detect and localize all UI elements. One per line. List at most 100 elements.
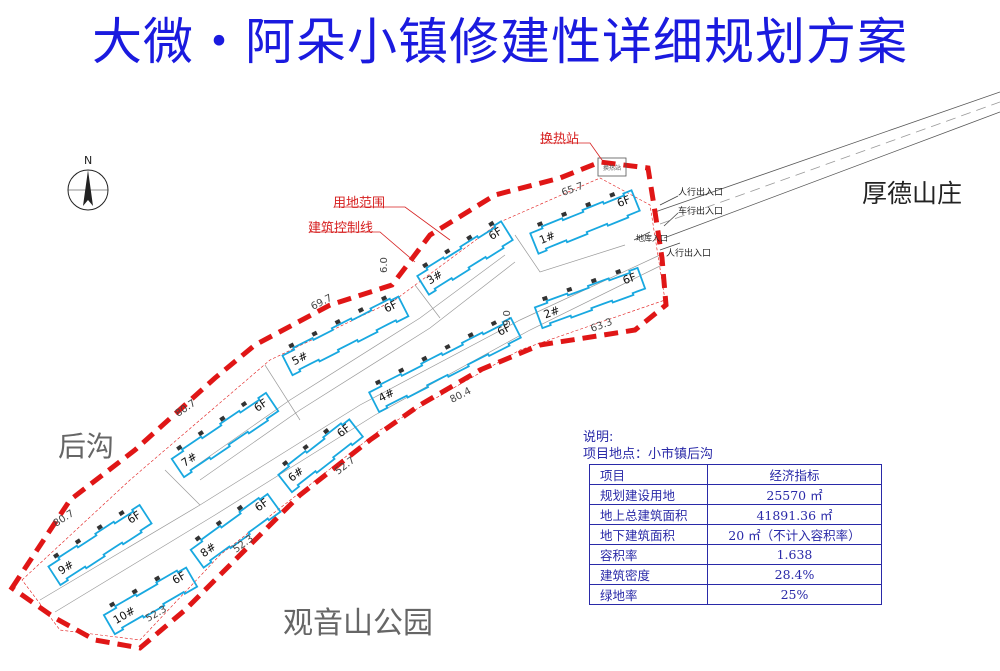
building-entry-mark (219, 415, 226, 422)
building-outline (533, 266, 647, 330)
building-floors-label: 6F (382, 298, 400, 316)
building-entry-mark (374, 379, 382, 386)
building-entry-mark (541, 295, 548, 302)
dimension-label: 9.0 (502, 310, 513, 326)
row-label: 地下建筑面积 (589, 524, 708, 545)
note-heading: 说明: (583, 430, 614, 445)
building-entry-mark (131, 588, 138, 595)
building-floors-label: 6F (615, 193, 632, 210)
building-entry-mark (590, 277, 597, 284)
building-floors-label: 6F (621, 270, 638, 287)
building-entry-mark (96, 524, 103, 531)
building-entry-mark (215, 520, 223, 527)
north-compass: N (67, 154, 109, 211)
site-boundary-line (8, 159, 669, 651)
building-entry-mark (422, 262, 429, 269)
row-value: 25% (707, 584, 882, 605)
header-item: 项目 (589, 464, 708, 485)
building-entry-mark (288, 342, 295, 349)
row-value: 41891.36 ㎡ (707, 504, 882, 525)
place-hougou: 后沟 (58, 430, 115, 463)
entry-arrows (633, 195, 681, 251)
callout-heat-station: 换热站 (540, 132, 580, 147)
building-outline (367, 316, 523, 414)
row-label: 容积率 (589, 544, 708, 565)
building-entry-mark (118, 510, 125, 517)
callout-ped-entry-2: 人行出入口 (666, 249, 712, 259)
building-floors-label: 6F (252, 496, 270, 514)
dimension-label: 52.3 (144, 604, 169, 625)
building-id-label: 2# (542, 304, 562, 322)
row-value: 28.4% (707, 564, 882, 585)
dimension-label: 65.7 (560, 181, 585, 199)
dimension-label: 80.7 (52, 508, 77, 529)
building-2: 2# 6F (533, 266, 647, 330)
building-outline (529, 189, 641, 255)
building-entry-mark (53, 552, 60, 559)
dimension-label: 52.7 (333, 455, 357, 477)
dimension-layer: 65.763.380.780.769.752.752.352.380.46.09… (52, 181, 614, 625)
building-entry-mark (194, 535, 202, 542)
building-entry-mark (176, 444, 183, 451)
building-entry-mark (236, 504, 244, 511)
row-value: 25570 ㎡ (707, 484, 882, 505)
building-floors-label: 6F (170, 569, 188, 587)
row-value: 1.638 (707, 544, 882, 565)
building-floors-label: 6F (125, 508, 143, 526)
building-outline (281, 295, 410, 377)
building-entry-mark (322, 428, 330, 435)
buildings-layer: 1#6F2#6F3#6F4#6F5#6F6#6F7#6F8#6F9#6F10#6… (47, 189, 647, 636)
building-outline (170, 391, 280, 479)
building-entry-mark (240, 401, 248, 408)
building-entry-mark (585, 201, 592, 208)
building-outline (47, 503, 153, 587)
building-entry-mark (109, 601, 116, 608)
row-label: 绿地率 (589, 584, 708, 605)
callout-leaders (310, 142, 603, 263)
building-entry-mark (154, 575, 161, 582)
building-outline (189, 492, 282, 569)
building-entry-mark (615, 269, 622, 275)
building-floors-label: 6F (252, 396, 270, 414)
building-entry-mark (357, 307, 365, 313)
building-outline (277, 418, 365, 494)
building-4: 4#6F (367, 316, 523, 414)
row-label: 地上总建筑面积 (589, 504, 708, 525)
row-value: 20 ㎡（不计入容积率） (707, 524, 882, 545)
building-floors-label: 6F (495, 321, 513, 339)
header-value: 经济指标 (707, 464, 882, 485)
building-outline (416, 220, 514, 296)
building-3: 3#6F (416, 220, 514, 296)
building-entry-mark (421, 355, 428, 362)
building-entry-mark (380, 295, 388, 302)
heat-station-box (597, 157, 627, 177)
callout-ped-entry-1: 人行出入口 (678, 188, 724, 198)
building-control-line (21, 177, 666, 641)
internal-roads (39, 234, 663, 613)
building-entry-mark (302, 444, 309, 451)
building-entry-mark (536, 221, 544, 227)
note-location: 项目地点：小市镇后沟 (583, 447, 714, 462)
building-entry-mark (561, 211, 568, 218)
building-entry-mark (466, 234, 473, 241)
building-entry-mark (311, 330, 318, 337)
callout-garage-entry: 地库入口 (636, 234, 668, 243)
building-entry-mark (444, 343, 451, 350)
svg-text:换热站: 换热站 (603, 164, 621, 172)
note-block: 说明: 项目地点：小市镇后沟 (583, 429, 713, 463)
building-floors-label: 6F (335, 422, 354, 440)
building-9: 9#6F (47, 503, 153, 587)
building-entry-mark (467, 332, 474, 338)
building-entry-mark (197, 430, 205, 437)
building-id-label: 1# (537, 229, 557, 247)
north-label: N (84, 154, 92, 167)
building-entry-mark (74, 538, 82, 545)
building-1: 1# 6F (529, 189, 641, 255)
building-entry-mark (281, 460, 289, 467)
